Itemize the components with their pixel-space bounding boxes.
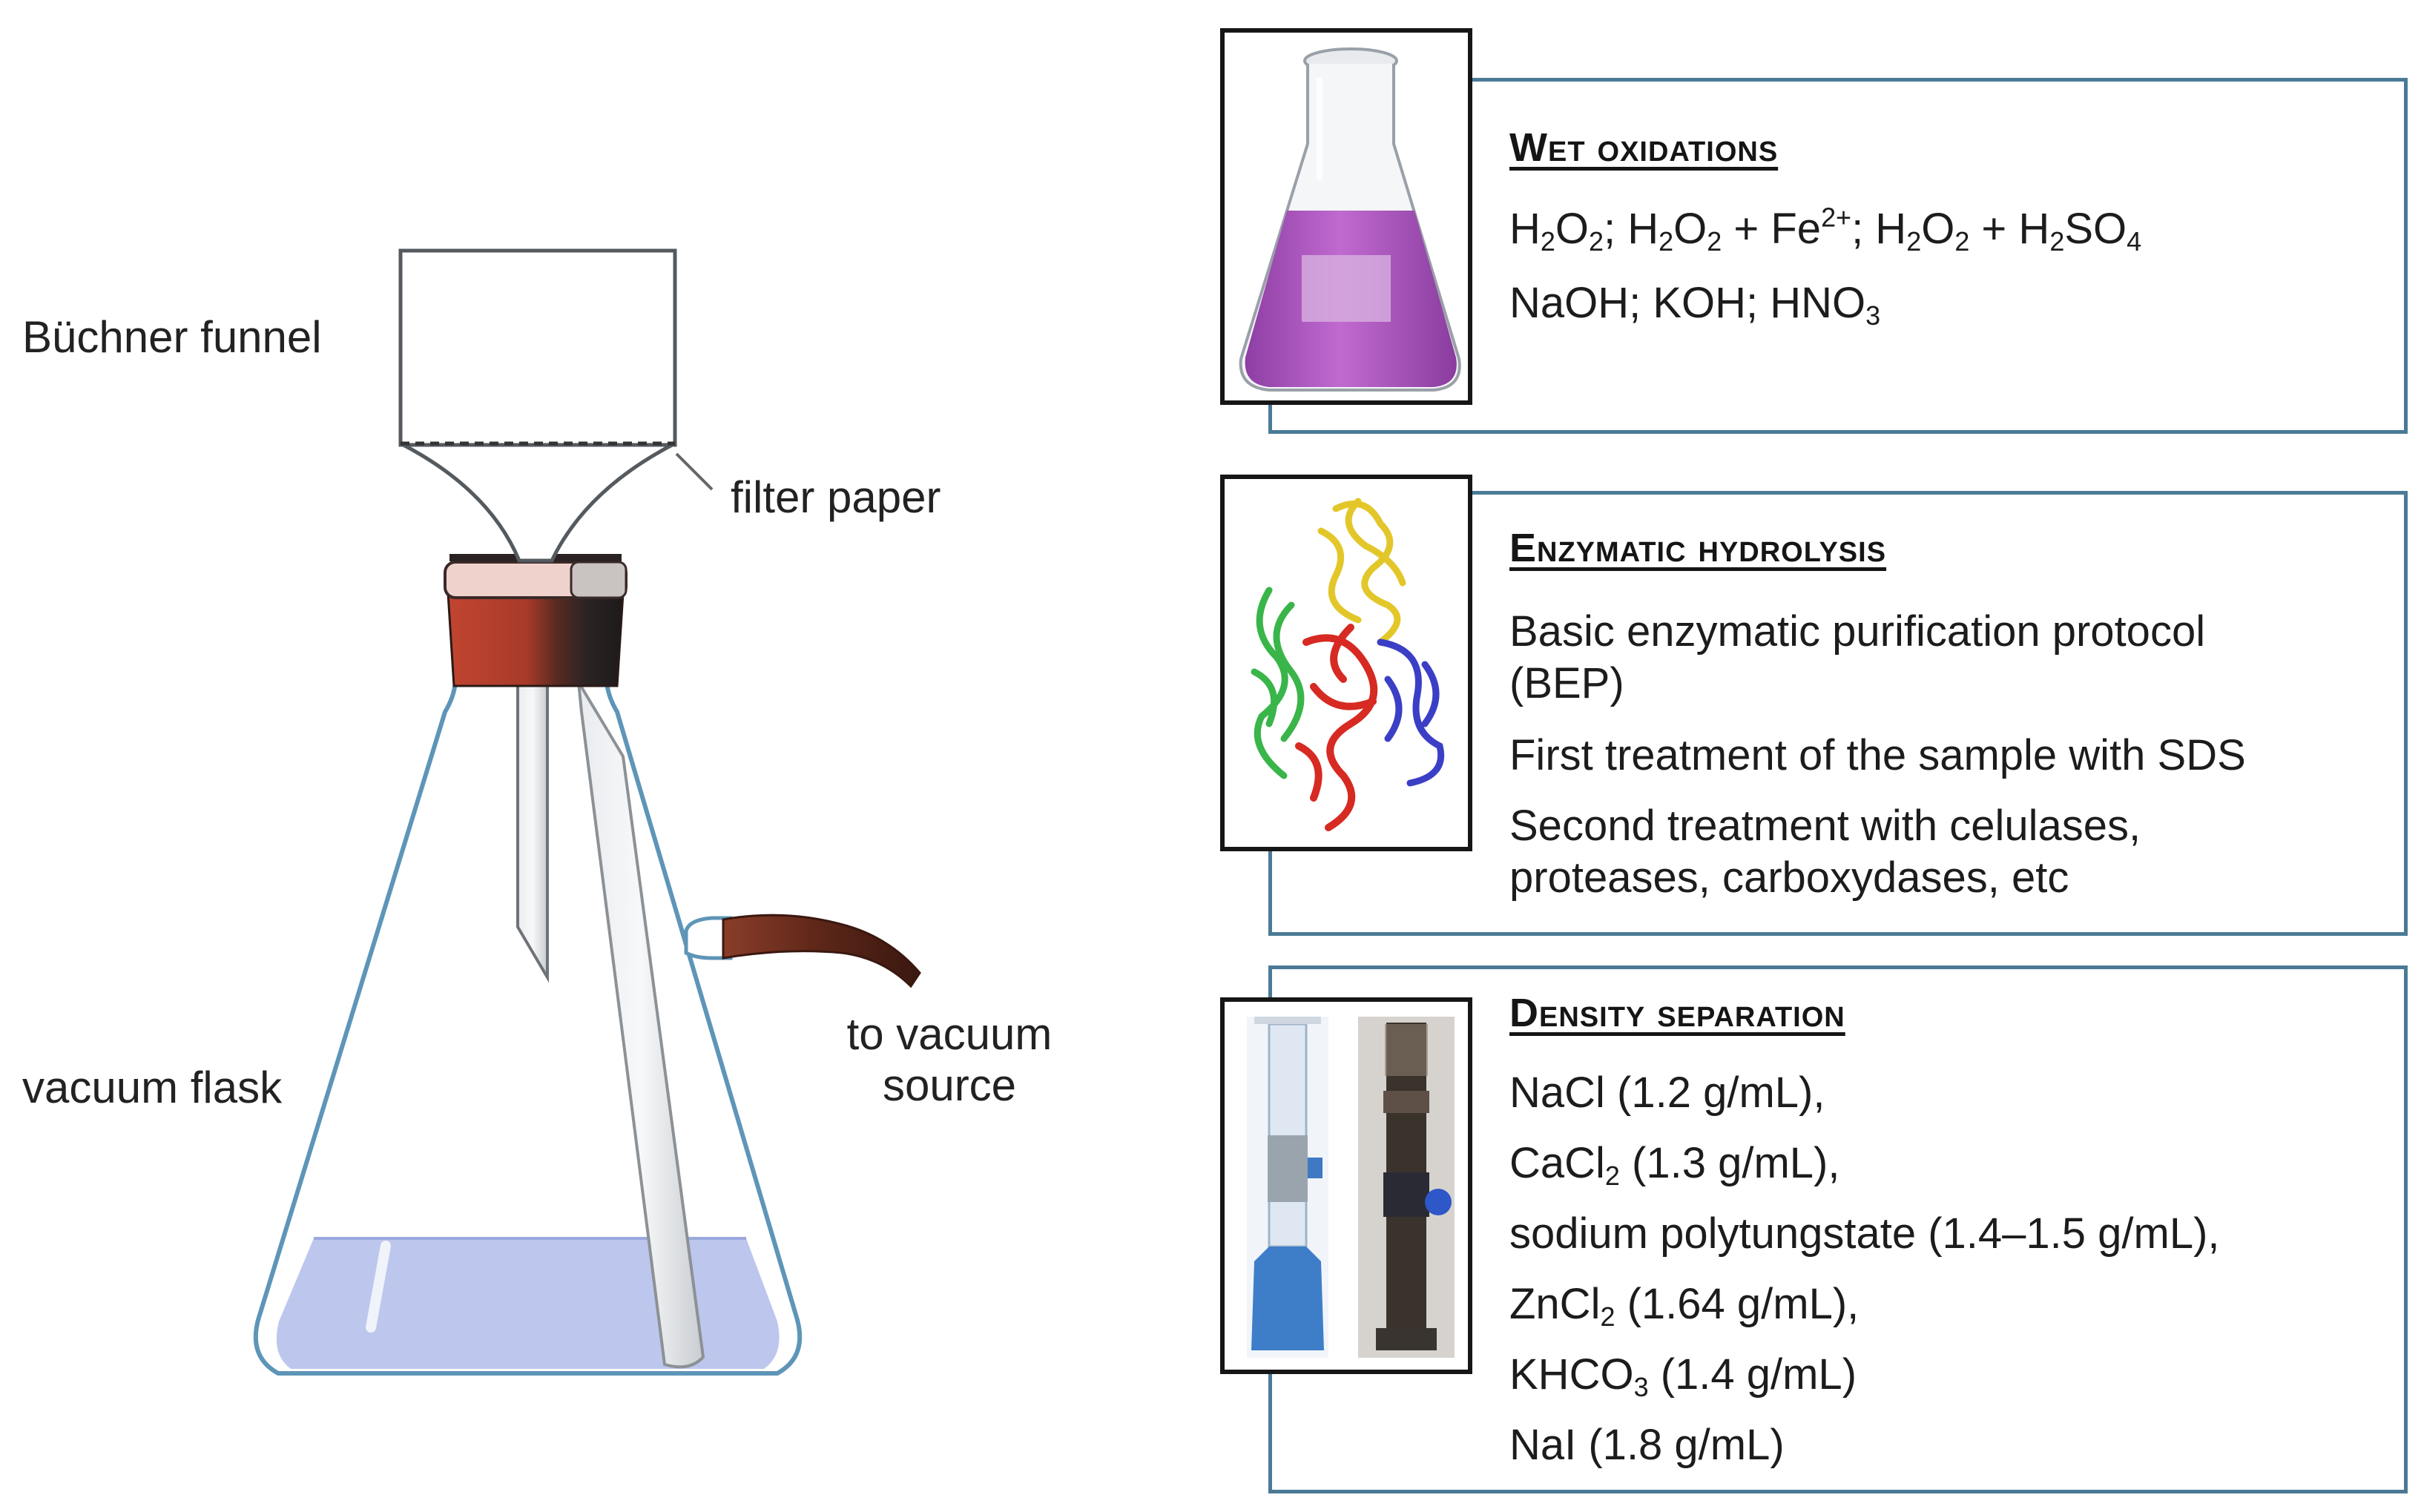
vacuum-tubing (722, 914, 921, 988)
panel-2-line-3: First treatment of the sample with SDS (1509, 731, 2246, 779)
thumb-erlenmeyer-flask (1220, 28, 1472, 405)
panel-3-line-2: CaCl2 (1.3 g/mL), (1509, 1139, 1840, 1192)
label-buchner-funnel: Büchner funnel (22, 312, 322, 362)
label-to-vacuum-source: to vacuum source (823, 1008, 1076, 1111)
panel-2-line-4: Second treatment with celulases, (1509, 802, 2141, 850)
panel-2-line-5: proteases, carboxydases, etc (1509, 854, 2069, 902)
panel-2-title: Enzymatic hydrolysis (1509, 526, 1887, 570)
separation-columns-image (1225, 1002, 1468, 1370)
panel-3-title: Density separation (1509, 991, 1845, 1035)
label-vacuum-flask: vacuum flask (22, 1063, 283, 1112)
panel-3-line-1: NaCl (1.2 g/mL), (1509, 1069, 1825, 1117)
inner-tube (577, 681, 705, 1369)
label-to-vacuum-line-2: source (882, 1060, 1017, 1110)
rubber-stopper (447, 592, 625, 687)
panel-2-line-2: (BEP) (1509, 659, 1624, 707)
thumb-separation-columns (1220, 997, 1472, 1374)
panel-1-line-1: H2O2; H2O2 + Fe2+; H2O2 + H2SO4 (1509, 202, 2142, 257)
panel-3-line-4: ZnCl2 (1.64 g/mL), (1509, 1280, 1860, 1333)
panel-3-line-3: sodium polytungstate (1.4–1.5 g/mL), (1509, 1209, 2220, 1258)
label-to-vacuum-line-1: to vacuum (846, 1009, 1053, 1059)
panel-3-line-5: KHCO3 (1.4 g/mL) (1509, 1350, 1857, 1403)
funnel-stem (516, 681, 549, 983)
flask-liquid (276, 1238, 780, 1369)
label-filter-paper: filter paper (731, 472, 941, 522)
panel-1-title: Wet oxidations (1509, 125, 1779, 170)
buchner-funnel-body (398, 248, 677, 447)
erlenmeyer-flask-image (1225, 33, 1468, 400)
panel-2-line-1: Basic enzymatic purification protocol (1509, 607, 2206, 656)
funnel-cone (399, 441, 676, 563)
panel-1-line-2: NaOH; KOH; HNO3 (1509, 279, 1881, 331)
panel-3-line-6: NaI (1.8 g/mL) (1509, 1421, 1785, 1469)
filter-paper-leader (675, 452, 714, 491)
thumb-enzyme-structure (1220, 475, 1472, 851)
filtration-apparatus (253, 248, 921, 1376)
enzyme-structure-image (1225, 479, 1468, 847)
